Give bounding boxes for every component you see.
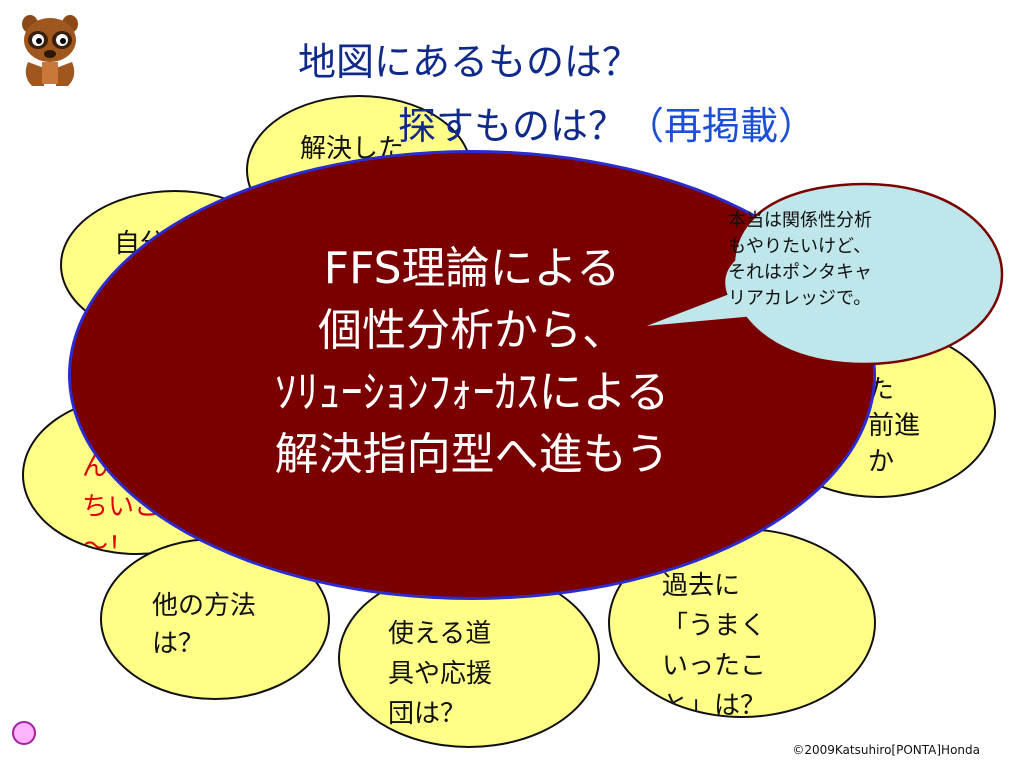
callout-line-1: 本当は関係性分析 <box>728 210 872 231</box>
main-message: FFS理論による 個性分析から、 ｿﾘｭｰｼｮﾝﾌｫｰｶｽによる 解決指向型へ進… <box>68 238 876 486</box>
bubble-bottom-mid-text-1: 使える道 <box>388 619 492 649</box>
main-line-2: 個性分析から、 <box>318 305 626 356</box>
bubble-right-mid-text-2: 前進 <box>868 411 921 441</box>
bubble-bottom-right-text-1: 過去に <box>662 571 741 601</box>
page-subtitle: 探すものは？（再掲載） <box>398 104 816 148</box>
bubble-bottom-right-text-4: と」は？ <box>662 691 767 718</box>
page-title: 地図にあるものは？ <box>298 40 641 84</box>
page-subtitle-text: 探すものは？ <box>398 104 627 148</box>
callout-line-3: それはポンタキャ <box>728 262 872 283</box>
raccoon-dog-icon <box>22 15 78 86</box>
pink-dot-icon <box>12 721 36 745</box>
main-ellipse <box>68 150 876 600</box>
bubble-left-mid-text-3: ～！ <box>82 532 135 555</box>
bubble-bottom-mid-text-3: 団は？ <box>388 699 467 729</box>
bubble-bottom-right-text-2: 「うまく <box>662 611 767 641</box>
callout-line-4: リアカレッジで。 <box>728 288 872 309</box>
bubble-bottom-left: 他の方法 は？ <box>100 538 330 700</box>
bubble-right-mid-text-4: ？ <box>814 484 840 496</box>
main-line-3: ｿﾘｭｰｼｮﾝﾌｫｰｶｽによる <box>274 367 670 418</box>
main-line-4: 解決指向型へ進もう <box>274 429 670 480</box>
bubble-bottom-right-text-3: いったこ <box>662 651 767 681</box>
bubble-bottom-left-text-1: 他の方法 <box>152 591 257 621</box>
callout-text: 本当は関係性分析 もやりたいけど、 それはポンタキャ リアカレッジで。 <box>728 208 872 312</box>
bubble-bottom-mid-text-2: 具や応援 <box>388 659 493 689</box>
page-subtitle-paren: （再掲載） <box>626 104 817 148</box>
bubble-right-mid-text-3: か <box>868 447 895 477</box>
callout-line-2: もやりたいけど、 <box>728 236 872 257</box>
bubble-bottom-left-text-2: は？ <box>152 629 205 659</box>
copyright: ©2009Katsuhiro[PONTA]Honda <box>792 743 980 757</box>
bubble-bottom-right: 過去に 「うまく いったこ と」は？ <box>608 528 876 718</box>
main-line-1: FFS理論による <box>323 243 621 294</box>
callout-bubble <box>637 182 1004 366</box>
